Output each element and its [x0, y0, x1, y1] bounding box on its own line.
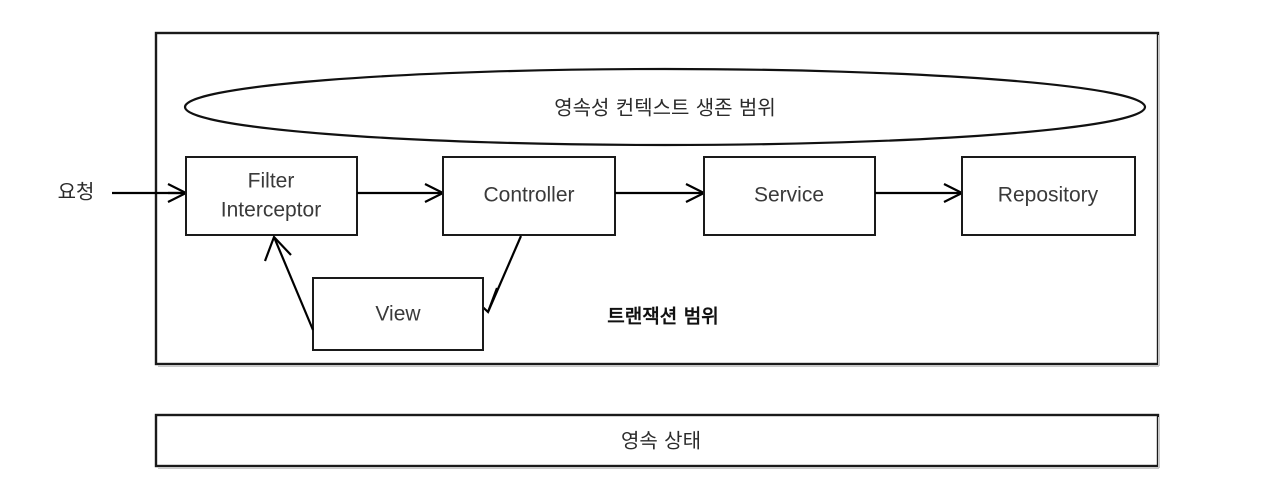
node-service-label: Service: [754, 184, 824, 207]
persistence-context-scope-ellipse: [183, 67, 1147, 147]
transaction-scope-label: 트랜잭션 범위: [607, 306, 719, 328]
node-view-label: View: [375, 303, 421, 326]
node-controller[interactable]: [442, 156, 616, 236]
node-controller-label: Controller: [483, 184, 574, 207]
node-filter-interceptor-label-line1: Filter: [248, 170, 295, 193]
node-service[interactable]: [703, 156, 876, 236]
node-filter-interceptor-label-line2: Interceptor: [221, 199, 321, 222]
node-repository[interactable]: [961, 156, 1136, 236]
node-repository-label: Repository: [998, 184, 1099, 207]
arrowhead-view-to-filter: [263, 234, 292, 262]
node-filter-interceptor[interactable]: [185, 156, 358, 236]
node-view[interactable]: [312, 277, 484, 351]
edge-view-to-filter: [272, 236, 315, 331]
request-entry-label: 요청: [58, 180, 95, 204]
persistence-context-scope-label: 영속성 컨텍스트 생존 범위: [554, 96, 775, 120]
persistent-state-label: 영속 상태: [621, 429, 701, 453]
